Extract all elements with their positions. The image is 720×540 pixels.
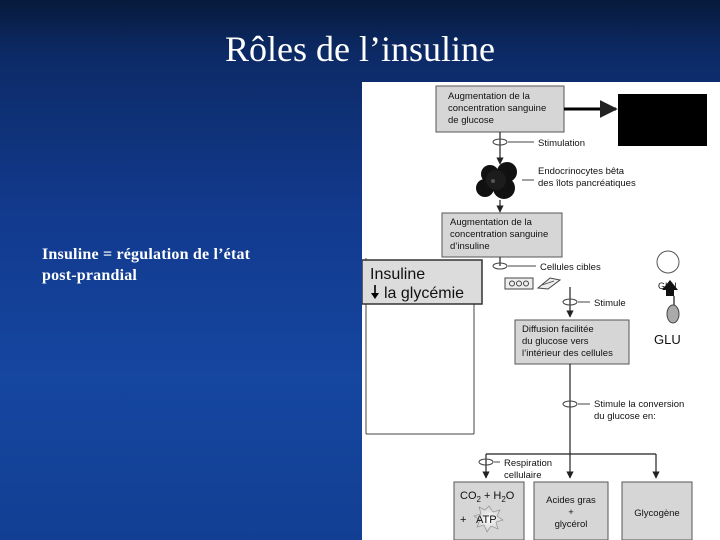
atp-plus: + (460, 514, 466, 526)
label-stimule: Stimule (594, 298, 626, 309)
caption-line-2: post-prandial (42, 267, 138, 284)
label-glu-large: GLU (654, 332, 681, 347)
glu-transporter-large-icon: GLU (654, 296, 681, 347)
box-diffusion-line-1: Diffusion facilitée (522, 324, 594, 335)
caption-line-1: Insuline = régulation de l’état (42, 246, 251, 263)
box-acides-gras: Acides gras + glycérol (533, 481, 609, 540)
callout-line-1: Insuline (370, 266, 425, 283)
acides-line-3: glycérol (555, 519, 588, 530)
atp-label: ATP (476, 514, 497, 526)
label-target-cells: Cellules cibles (540, 262, 601, 273)
box-insulin-line-2: concentration sanguine (450, 229, 548, 240)
stimule-receptor-icon (562, 298, 578, 306)
insulin-diagram-panel: Augmentation de la concentration sanguin… (362, 82, 720, 540)
slide-title: Rôles de l’insuline (225, 29, 495, 69)
target-cells-icon (504, 277, 562, 290)
box-glucose-increase: Augmentation de la concentration sanguin… (435, 85, 565, 133)
respiration-receptor-icon (478, 458, 494, 466)
callout-insulin-glycemia: Insuline la glycémie (362, 259, 483, 305)
acides-line-2: + (568, 507, 574, 518)
callout-line-2: la glycémie (384, 285, 464, 302)
label-respiration-2: cellulaire (504, 470, 542, 481)
down-arrow-head-icon (371, 293, 379, 299)
co2-label: CO2+H2O (460, 490, 515, 504)
label-beta-2: des îlots pancréatiques (538, 178, 636, 189)
label-conversion-1: Stimule la conversion (594, 399, 684, 410)
insulin-diagram: Augmentation de la concentration sanguin… (362, 85, 707, 540)
box-diffusion-line-3: l’intérieur des cellules (522, 348, 613, 359)
label-beta-1: Endocrinocytes bêta (538, 166, 625, 177)
beta-cells-icon (476, 162, 517, 199)
slide-caption: Insuline = régulation de l’état post-pra… (42, 244, 342, 286)
label-stimulation: Stimulation (538, 138, 585, 149)
box-glucose-line-2: concentration sanguine (448, 103, 546, 114)
box-diffusion: Diffusion facilitée du glucose vers l’in… (514, 319, 630, 365)
atp-burst-icon (473, 505, 504, 533)
box-insulin-line-1: Augmentation de la (450, 217, 533, 228)
box-glucose-line-3: de glucose (448, 115, 494, 126)
target-receptor-icon (492, 262, 508, 270)
glu-transporter-small-icon: GLU (656, 250, 680, 296)
box-co2-h2o-atp: CO2+H2O + ATP (453, 481, 525, 540)
box-glycogene: Glycogène (621, 481, 693, 540)
box-insulin-increase: Augmentation de la concentration sanguin… (441, 212, 563, 258)
box-insulin-line-3: d’insuline (450, 241, 490, 252)
label-respiration-1: Respiration (504, 458, 552, 469)
label-conversion-2: du glucose en: (594, 411, 656, 422)
conversion-receptor-icon (562, 400, 578, 408)
box-diffusion-line-2: du glucose vers (522, 336, 589, 347)
acides-line-1: Acides gras (546, 495, 596, 506)
box-glucose-line-1: Augmentation de la (448, 91, 531, 102)
glycogene-label: Glycogène (634, 508, 679, 519)
receptor-icon (492, 138, 508, 146)
overlay-block (618, 94, 707, 146)
